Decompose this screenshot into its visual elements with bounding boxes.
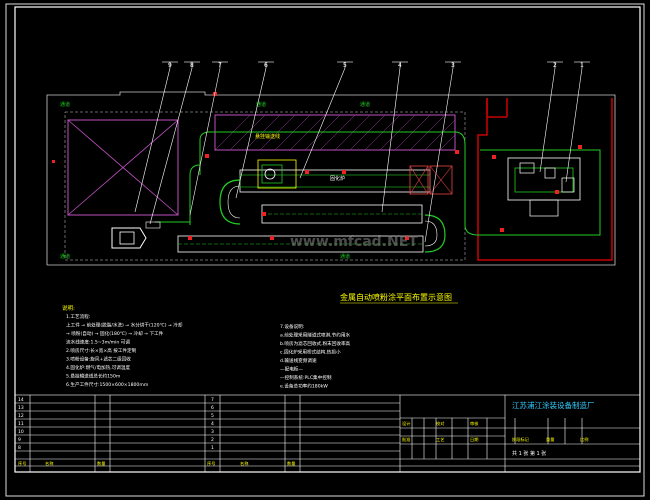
svg-text:2: 2 xyxy=(211,437,214,443)
transfer-markers xyxy=(52,92,582,240)
leader-line xyxy=(381,67,401,213)
svg-text:4: 4 xyxy=(211,421,214,427)
leader-line xyxy=(235,67,267,199)
svg-text:阶段标记: 阶段标记 xyxy=(512,436,530,443)
svg-text:8: 8 xyxy=(18,445,21,451)
svg-text:批准: 批准 xyxy=(402,436,410,443)
company-name: 江苏浦江涂装设备制造厂 xyxy=(512,400,595,410)
svg-text:7: 7 xyxy=(211,397,214,403)
zone-marks: 通道 通道 通道 通道 通道 悬挂输送线 固化炉 xyxy=(60,101,370,260)
notes-block: 说明: 1.工艺流程: 上工件 → 前处理(脱脂/水洗) → 水分烘干(120℃)… xyxy=(62,304,351,390)
note-line: 上工件 → 前处理(脱脂/水洗) → 水分烘干(120℃) → 冷却 xyxy=(66,322,183,329)
svg-text:校对: 校对 xyxy=(436,420,444,427)
note-line: → 喷粉(自动) → 固化(180℃) → 冷却 → 下工件 xyxy=(66,330,164,337)
note-line: 7.设备说明: xyxy=(280,323,305,330)
svg-text:10: 10 xyxy=(18,429,24,435)
note-line: 4.固化炉:燃气/电加热,可调温度 xyxy=(66,364,130,371)
svg-text:数量: 数量 xyxy=(97,460,105,467)
svg-text:通道: 通道 xyxy=(340,253,350,260)
drawing-title: 金属自动喷粉涂平面布置示意图 xyxy=(340,292,452,302)
watermark: www.mfcad.NET xyxy=(290,234,418,250)
svg-text:14: 14 xyxy=(18,397,24,403)
svg-text:重量: 重量 xyxy=(546,436,554,443)
note-line: c.固化炉采用桥式结构,热损小 xyxy=(280,349,341,356)
part-number-3: 3 xyxy=(451,62,455,69)
svg-text:通道: 通道 xyxy=(60,101,70,108)
spray-booth xyxy=(507,157,581,217)
svg-text:固化炉: 固化炉 xyxy=(330,175,345,182)
note-line: a.前处理采用隧道式喷淋,节约用水 xyxy=(280,332,350,339)
svg-text:工艺: 工艺 xyxy=(436,437,444,442)
note-line: 2.喷房尺寸:长×宽×高 按工件定制 xyxy=(66,347,137,354)
svg-text:通道: 通道 xyxy=(360,101,370,108)
workshop-area xyxy=(64,111,466,261)
note-line: e.设备总功率约180kW xyxy=(280,383,328,390)
part-number-5: 5 xyxy=(343,62,347,69)
leader-line xyxy=(424,67,454,243)
svg-text:审核: 审核 xyxy=(470,420,479,427)
svg-text:比例: 比例 xyxy=(580,436,588,443)
svg-text:设计: 设计 xyxy=(402,420,410,427)
spray-line xyxy=(239,159,453,195)
svg-text:12: 12 xyxy=(18,413,24,419)
svg-text:11: 11 xyxy=(18,421,24,427)
note-line: —控制系统:PLC集中控制 xyxy=(280,374,332,381)
sheet-info: 共 1 张 第 1 张 xyxy=(512,450,546,457)
svg-text:序号: 序号 xyxy=(18,460,26,467)
part-number-2: 2 xyxy=(553,62,557,69)
svg-text:说明:: 说明: xyxy=(62,304,75,312)
note-line: d.输送线变频调速 xyxy=(280,357,317,364)
building-outline xyxy=(46,91,616,266)
storage-area xyxy=(67,119,179,216)
part-leaders: 9 8 7 6 5 4 3 2 1 xyxy=(134,61,590,243)
sheet-border xyxy=(5,3,645,497)
svg-text:9: 9 xyxy=(18,437,21,443)
pretreatment-room xyxy=(477,98,613,261)
svg-text:名称: 名称 xyxy=(45,460,53,467)
note-line: 3.喷粉设备:旋风+滤芯二级回收 xyxy=(66,356,131,363)
part-number-9: 9 xyxy=(168,62,172,69)
svg-text:日期: 日期 xyxy=(470,437,478,443)
leader-line xyxy=(149,67,193,225)
svg-text:序号: 序号 xyxy=(207,460,215,467)
conveyor-loop xyxy=(219,179,446,253)
part-number-4: 4 xyxy=(398,62,402,69)
leader-line xyxy=(189,67,221,216)
leader-line xyxy=(134,67,171,213)
svg-text:5: 5 xyxy=(211,413,214,419)
leader-line xyxy=(539,67,556,173)
svg-text:1: 1 xyxy=(211,445,214,451)
svg-text:6: 6 xyxy=(211,405,214,411)
note-line: 5.悬挂输送线总长约150m xyxy=(66,373,121,380)
svg-text:数量: 数量 xyxy=(287,460,295,467)
svg-text:3: 3 xyxy=(211,429,214,435)
pretreatment-tunnel xyxy=(177,204,424,253)
svg-text:通道: 通道 xyxy=(60,253,70,260)
note-line: —配电柜— xyxy=(280,366,303,373)
leader-line xyxy=(299,67,346,179)
note-line: b.喷房为滤芯回收式,粉末回收率高 xyxy=(280,340,351,347)
svg-text:13: 13 xyxy=(18,405,24,411)
part-number-1: 1 xyxy=(580,62,584,69)
note-line: 6.生产工件尺寸:1500×600×1800mm xyxy=(66,381,149,388)
leader-line xyxy=(565,67,583,183)
part-number-8: 8 xyxy=(190,62,194,69)
part-number-7: 7 xyxy=(218,62,222,69)
part-number-6: 6 xyxy=(264,62,268,69)
loading-station xyxy=(111,221,161,249)
conveyor-line xyxy=(199,131,601,236)
title-block xyxy=(14,394,641,473)
note-line: 1.工艺流程: xyxy=(66,313,91,320)
note-line: 流水线速度:1.5~3m/min 可调 xyxy=(66,339,130,346)
svg-text:名称: 名称 xyxy=(240,460,248,467)
svg-text:悬挂输送线: 悬挂输送线 xyxy=(255,133,280,140)
svg-text:通道: 通道 xyxy=(256,101,266,108)
